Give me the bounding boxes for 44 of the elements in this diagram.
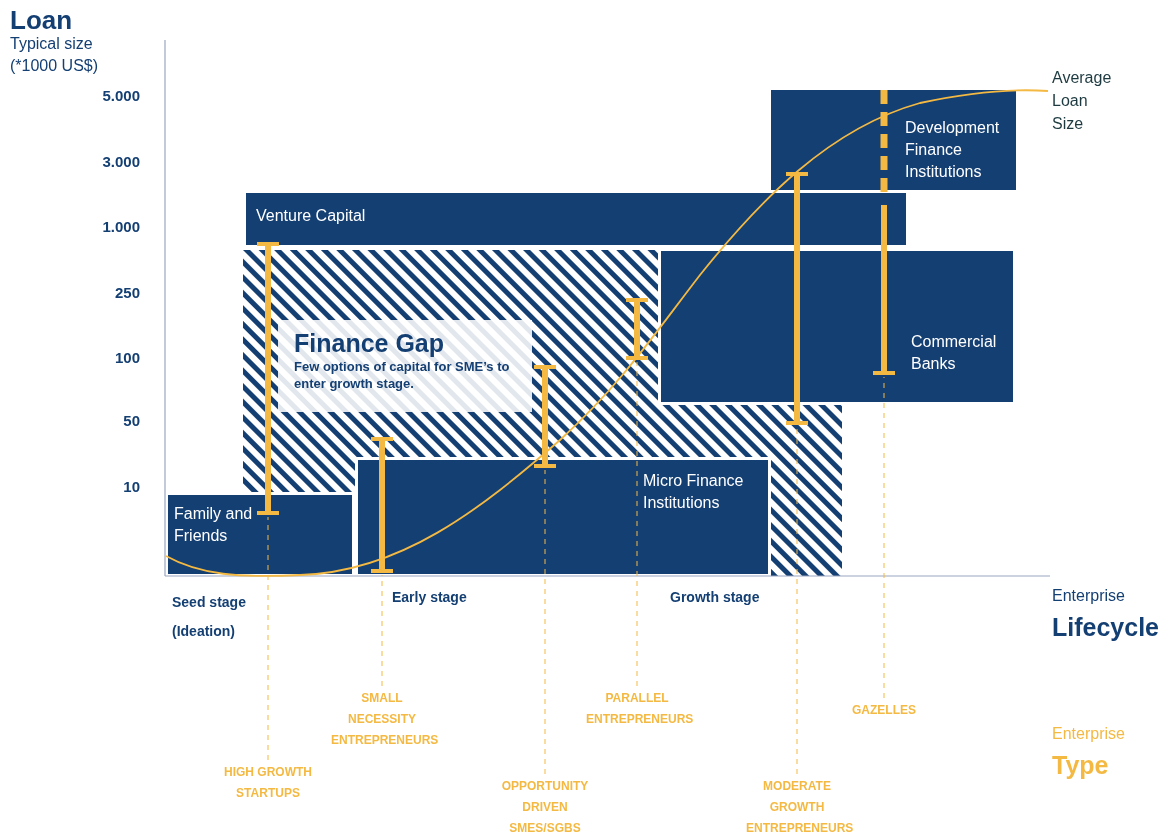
leader-line bbox=[544, 469, 546, 775]
tick-label: 1.000 bbox=[101, 217, 140, 236]
finance-box bbox=[243, 190, 909, 248]
box-label: Venture Capital bbox=[256, 206, 367, 226]
range-bar bbox=[786, 172, 808, 425]
finance-box bbox=[355, 457, 771, 577]
range-bar bbox=[873, 90, 895, 375]
enterprise-type-label: GAZELLES bbox=[819, 700, 949, 721]
enterprise-type-label: PARALLEL ENTREPRENEURS bbox=[572, 688, 702, 730]
finance-box bbox=[771, 90, 1016, 190]
box-label: Micro Finance Institutions bbox=[643, 471, 745, 513]
description: Few options of capital for SME’s to enter growth stage. bbox=[294, 358, 511, 392]
tick-label: 100 bbox=[113, 348, 140, 367]
axis-title: Lifecycle bbox=[1052, 612, 1159, 643]
tick-label: 10 bbox=[122, 477, 140, 496]
stage-label: Early stage bbox=[392, 588, 467, 606]
leader-line bbox=[267, 516, 269, 761]
leader-line bbox=[636, 361, 638, 687]
enterprise-type-label: HIGH GROWTH STARTUPS bbox=[203, 762, 333, 804]
heading: Finance Gap bbox=[294, 328, 446, 358]
stage-label: Growth stage bbox=[670, 588, 760, 606]
tick-label: 5.000 bbox=[101, 86, 140, 105]
axis-title: Type bbox=[1052, 750, 1109, 781]
range-bar bbox=[626, 298, 648, 360]
enterprise-type-label: MODERATE GROWTH ENTREPRENEURS bbox=[732, 776, 862, 836]
axis-subtitle: Typical size (*1000 US$) bbox=[10, 34, 100, 76]
box-label: Family and Friends bbox=[174, 504, 254, 546]
leader-line bbox=[883, 376, 885, 699]
box-label: Development Finance Institutions bbox=[905, 118, 1001, 182]
enterprise-type-label: OPPORTUNITY DRIVEN SMES/SGBS bbox=[480, 776, 610, 836]
finance-box bbox=[658, 248, 1016, 405]
enterprise-type-label: SMALL NECESSITY ENTREPRENEURS bbox=[317, 688, 447, 751]
stage-label: Seed stage (Ideation) bbox=[172, 593, 247, 641]
tick-label: 3.000 bbox=[101, 152, 140, 171]
curve-label: Average Loan Size bbox=[1052, 68, 1113, 134]
finance-box bbox=[165, 492, 355, 577]
tick-label: 250 bbox=[113, 283, 140, 302]
box-label: Commercial Banks bbox=[911, 332, 998, 374]
axis-label: Enterprise bbox=[1052, 586, 1125, 606]
axis-title: Loan bbox=[10, 4, 73, 37]
range-bar bbox=[371, 437, 393, 573]
tick-label: 50 bbox=[122, 411, 140, 430]
leader-line bbox=[796, 426, 798, 775]
axis-label: Enterprise bbox=[1052, 724, 1125, 744]
